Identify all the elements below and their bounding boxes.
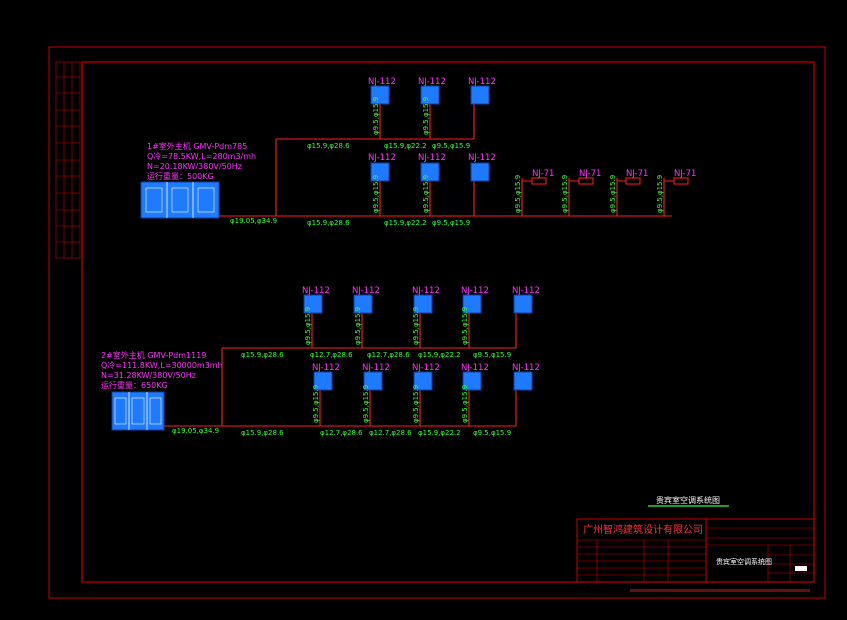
indoor-unit (462, 294, 482, 314)
s1-small-drop-label-1: φ9.5,φ15.9 (514, 175, 522, 213)
title-block: 广州智鸿建筑设计有限公司 贵宾室空调系统图 (576, 518, 815, 583)
s2-top-drop-label-4: φ9.5,φ15.9 (461, 307, 469, 345)
s1-small-unit-label-3: NJ-71 (626, 169, 648, 179)
s1-small-drop-label-3: φ9.5,φ15.9 (609, 175, 617, 213)
s1-mid-drop-label-2: φ9.5,φ15.9 (422, 175, 430, 213)
indoor-unit (303, 294, 323, 314)
s2-spec-line3: N=31.28KW/380V/50Hz (101, 371, 196, 380)
s2-top-pipe-label-4: φ9.5,φ15.9 (473, 351, 511, 359)
s2-bot-pipe-label-4: φ9.5,φ15.9 (473, 429, 511, 437)
s1-top-drop-label-2: φ9.5,φ15.9 (422, 97, 430, 135)
indoor-unit (513, 294, 533, 314)
s2-top-drop-label-1: φ9.5,φ15.9 (304, 307, 312, 345)
s1-spec-line2: Q冷=78.5KW,L=280m3/mh (147, 151, 256, 161)
indoor-unit (420, 162, 440, 182)
s1-small-units: NJ-71 NJ-71 NJ-71 NJ-71 (522, 169, 696, 185)
s1-outdoor-unit (140, 181, 220, 219)
indoor-unit (370, 162, 390, 182)
indoor-unit (470, 162, 490, 182)
drawing-title: 贵宾室空调系统图 (656, 495, 720, 505)
company-name: 广州智鸿建筑设计有限公司 (583, 523, 703, 536)
s1-mid-units: NJ-112 NJ-112 NJ-112 (368, 153, 496, 182)
footnote-strip (630, 589, 810, 592)
s1-small-unit-label-2: NJ-71 (579, 169, 601, 179)
s2-top-unit-label-2: NJ-112 (352, 286, 380, 296)
s1-mid-unit-label-1: NJ-112 (368, 153, 396, 163)
s2-spec-line4: 运行重量：650KG (101, 380, 168, 390)
s2-top-units: NJ-112 NJ-112 NJ-112 NJ-112 NJ-112 (302, 286, 540, 314)
s1-branch-top-label: φ15.9,φ28.6 (307, 142, 350, 150)
s2-bot-units: NJ-112 NJ-112 NJ-112 NJ-112 NJ-112 (312, 363, 540, 391)
s1-small-drop-label-2: φ9.5,φ15.9 (561, 175, 569, 213)
indoor-unit (313, 371, 333, 391)
s1-top-pipe-label-2: φ9.5,φ15.9 (432, 142, 470, 150)
s2-bot-pipe-label-1: φ12.7,φ28.6 (320, 429, 363, 437)
s2-bot-unit-label-2: NJ-112 (362, 363, 390, 373)
s2-top-drop-label-2: φ9.5,φ15.9 (354, 307, 362, 345)
s1-spec-line4: 运行重量：500KG (147, 171, 214, 181)
s2-top-pipe-label-1: φ12.7,φ28.6 (310, 351, 353, 359)
indoor-unit (470, 85, 490, 105)
inner-frame (81, 61, 815, 583)
s1-spec-line1: 1#室外主机 GMV-Pdm785 (147, 141, 247, 151)
s1-pipes (219, 104, 672, 217)
s1-spec-line3: N=20.18KW/380V/50Hz (147, 162, 242, 171)
s2-bot-unit-label-3: NJ-112 (412, 363, 440, 373)
s1-mid-unit-label-3: NJ-112 (468, 153, 496, 163)
s2-bot-unit-label-1: NJ-112 (312, 363, 340, 373)
s2-bot-unit-label-5: NJ-112 (512, 363, 540, 373)
s1-top-unit-label-1: NJ-112 (368, 77, 396, 87)
s2-bot-drop-label-2: φ9.5,φ15.9 (362, 385, 370, 423)
indoor-unit (363, 371, 383, 391)
s2-outdoor-unit (111, 391, 165, 431)
s2-top-pipe-label-2: φ12.7,φ28.6 (367, 351, 410, 359)
s2-top-unit-label-1: NJ-112 (302, 286, 330, 296)
indoor-unit (353, 294, 373, 314)
s1-mid-drop-label-1: φ9.5,φ15.9 (372, 175, 380, 213)
s2-bot-drop-label-4: φ9.5,φ15.9 (461, 385, 469, 423)
s2-top-drop-label-3: φ9.5,φ15.9 (412, 307, 420, 345)
s2-bot-unit-label-4: NJ-112 (461, 363, 489, 373)
s1-small-drop-label-4: φ9.5,φ15.9 (656, 175, 664, 213)
indoor-unit (420, 85, 440, 105)
title-block-title: 贵宾室空调系统图 (716, 557, 772, 566)
system-1: 1#室外主机 GMV-Pdm785 Q冷=78.5KW,L=280m3/mh N… (140, 77, 696, 227)
indoor-unit (370, 85, 390, 105)
indoor-unit (513, 371, 533, 391)
s2-top-unit-label-5: NJ-112 (512, 286, 540, 296)
s2-top-unit-label-3: NJ-112 (412, 286, 440, 296)
s1-small-unit-label-4: NJ-71 (674, 169, 696, 179)
s1-top-drop-label-1: φ9.5,φ15.9 (372, 97, 380, 135)
s1-branch-bot-label: φ15.9,φ28.6 (307, 219, 350, 227)
s2-spec-line1: 2#室外主机 GMV-Pdm1119 (101, 350, 206, 360)
outer-frame (48, 46, 826, 599)
s2-top-unit-label-4: NJ-112 (461, 286, 489, 296)
s2-bot-drop-label-1: φ9.5,φ15.9 (312, 385, 320, 423)
s1-top-unit-label-2: NJ-112 (418, 77, 446, 87)
s1-small-unit-label-1: NJ-71 (532, 169, 554, 179)
s2-bot-pipe-label-3: φ15.9,φ22.2 (418, 429, 461, 437)
s2-branch-top-label: φ15.9,φ28.6 (241, 351, 284, 359)
s1-top-units: NJ-112 NJ-112 NJ-112 (368, 77, 496, 105)
s2-main-pipe-label: φ19.05,φ34.9 (172, 427, 219, 435)
s1-top-pipe-label-1: φ15.9,φ22.2 (384, 142, 427, 150)
s2-spec-line2: Q冷=111.8KW,L=30000m3mh (101, 360, 223, 370)
s1-mid-unit-label-2: NJ-112 (418, 153, 446, 163)
indoor-unit (462, 371, 482, 391)
s1-mid-pipe-label-1: φ15.9,φ22.2 (384, 219, 427, 227)
indoor-unit (413, 371, 433, 391)
s1-main-pipe-label: φ19.05,φ34.9 (230, 217, 277, 225)
s2-top-pipe-label-3: φ15.9,φ22.2 (418, 351, 461, 359)
s1-mid-pipe-label-2: φ9.5,φ15.9 (432, 219, 470, 227)
system-2: 2#室外主机 GMV-Pdm1119 Q冷=111.8KW,L=30000m3m… (101, 286, 540, 437)
s2-bot-drop-label-3: φ9.5,φ15.9 (412, 385, 420, 423)
s2-bot-pipe-label-2: φ12.7,φ28.6 (369, 429, 412, 437)
s2-pipes (164, 312, 517, 427)
indoor-unit (413, 294, 433, 314)
s1-top-unit-label-3: NJ-112 (468, 77, 496, 87)
s2-branch-bot-label: φ15.9,φ28.6 (241, 429, 284, 437)
binding-strip (55, 61, 81, 259)
